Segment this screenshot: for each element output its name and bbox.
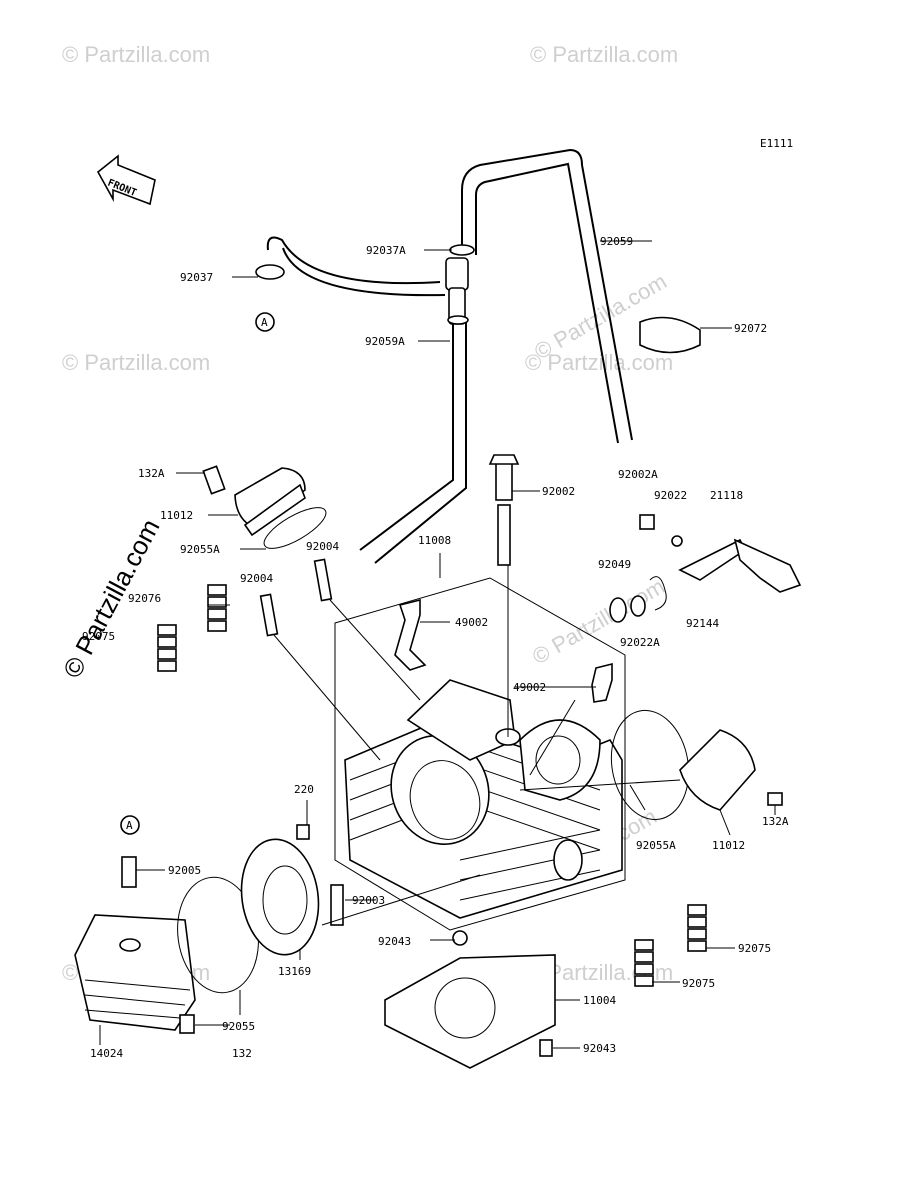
label-21118: 21118 [710, 489, 743, 502]
watermark: © Partzilla.com [525, 350, 673, 375]
label-14024: 14024 [90, 1047, 123, 1060]
label-132A-right: 132A [762, 815, 789, 828]
label-92037A: 92037A [366, 244, 406, 257]
label-92075-r2: 92075 [682, 977, 715, 990]
label-92043-b: 92043 [583, 1042, 616, 1055]
label-92076: 92076 [128, 592, 161, 605]
studs [259, 454, 520, 637]
label-92055A-left: 92055A [180, 543, 220, 556]
label-220: 220 [294, 783, 314, 796]
breather-hoses [255, 148, 701, 564]
valve-parts [394, 514, 802, 703]
label-92055A-right: 92055A [636, 839, 676, 852]
label-92004-a: 92004 [306, 540, 339, 553]
label-92004-b: 92004 [240, 572, 273, 585]
label-92002A: 92002A [618, 468, 658, 481]
label-92002: 92002 [542, 485, 575, 498]
tensioner-left [157, 584, 227, 672]
tensioner-right [634, 904, 707, 987]
label-92005: 92005 [168, 864, 201, 877]
label-92144: 92144 [686, 617, 719, 630]
label-11008: 11008 [418, 534, 451, 547]
label-132: 132 [232, 1047, 252, 1060]
part-labels: 92037A 92059 92037 92072 92059A 132A 920… [82, 235, 789, 1060]
label-13169: 13169 [278, 965, 311, 978]
left-lower-group: A A [74, 312, 344, 1034]
cylinder-head [334, 577, 626, 931]
label-92003: 92003 [352, 894, 385, 907]
front-arrow-icon: FRONT [96, 154, 156, 206]
ref-marker-a: A [261, 316, 268, 329]
label-92022: 92022 [654, 489, 687, 502]
label-11012-left: 11012 [160, 509, 193, 522]
watermark: © Partzilla.com [530, 42, 678, 67]
left-cover-group [202, 465, 327, 549]
watermark: © Partzilla.com [528, 574, 669, 670]
diagram-code: E1111 [760, 137, 793, 150]
label-11012-right: 11012 [712, 839, 745, 852]
label-92055: 92055 [222, 1020, 255, 1033]
label-132A-left: 132A [138, 467, 165, 480]
label-92075-left: 92075 [82, 630, 115, 643]
label-92075-r1: 92075 [738, 942, 771, 955]
label-92037: 92037 [180, 271, 213, 284]
label-92059A: 92059A [365, 335, 405, 348]
watermark: © Partzilla.com [62, 350, 210, 375]
ref-marker-a: A [126, 819, 133, 832]
right-cover-group [610, 709, 783, 821]
label-11004: 11004 [583, 994, 616, 1007]
label-49002-b: 49002 [513, 681, 546, 694]
label-92049: 92049 [598, 558, 631, 571]
leader-lines [99, 240, 776, 1049]
label-92072: 92072 [734, 322, 767, 335]
watermark: © Partzilla.com [62, 42, 210, 67]
label-92059: 92059 [600, 235, 633, 248]
label-92043-a: 92043 [378, 935, 411, 948]
head-gasket [384, 930, 556, 1069]
label-92022A: 92022A [620, 636, 660, 649]
label-49002-a: 49002 [455, 616, 488, 629]
